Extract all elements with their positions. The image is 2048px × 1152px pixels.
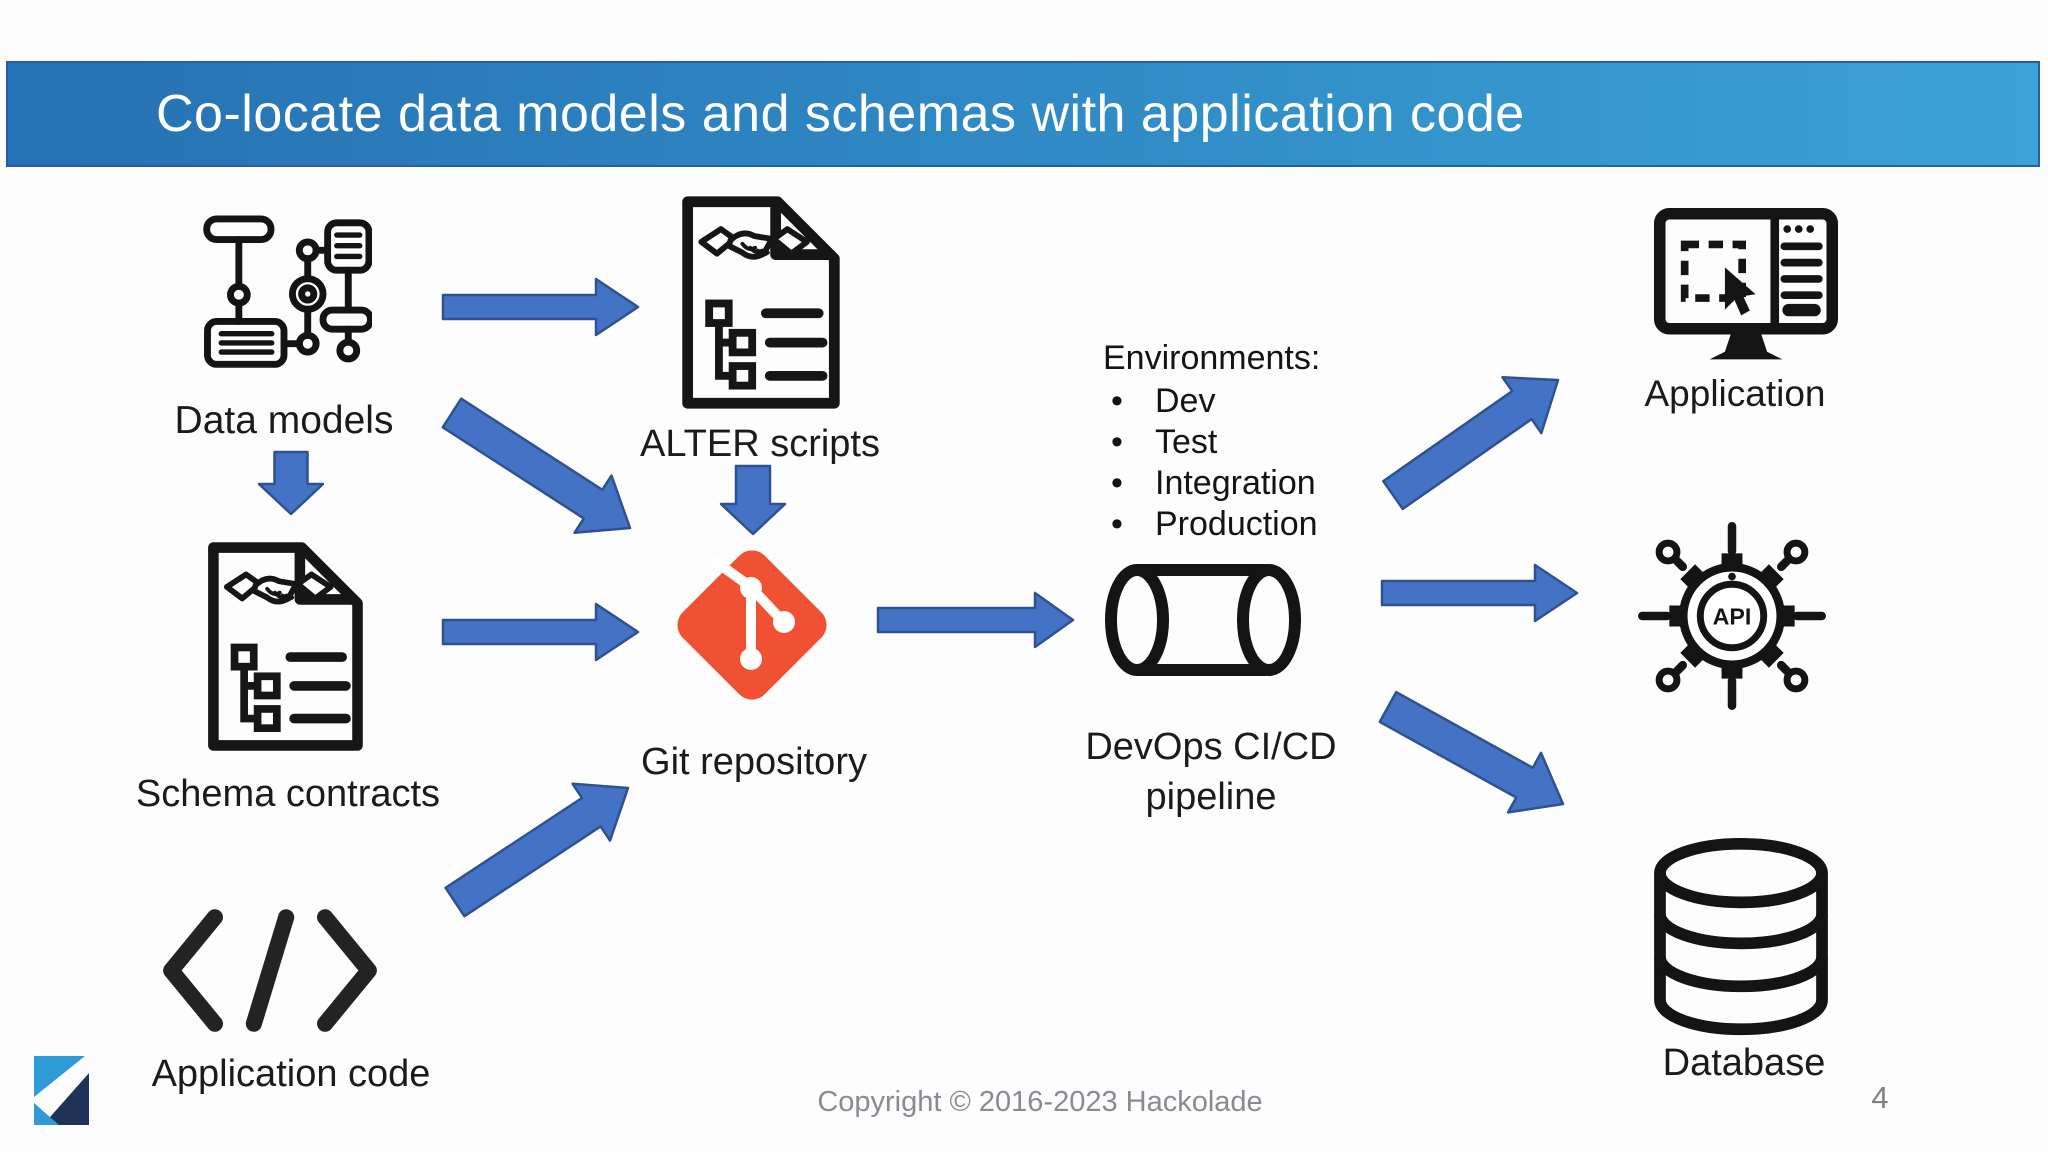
environments-heading: Environments:	[1103, 339, 1321, 377]
environments-list: Environments: • Dev • Test • Integration…	[1103, 338, 1320, 545]
title-bar: Co-locate data models and schemas with a…	[6, 61, 2040, 167]
devops-pipeline-label-line2: pipeline	[1145, 776, 1277, 818]
database-cylinder-icon	[1654, 837, 1828, 1036]
flow-arrow	[257, 450, 325, 516]
schema-contracts-icon	[198, 536, 371, 757]
application-label: Application	[1644, 373, 1826, 414]
bullet: •	[1111, 464, 1123, 502]
flow-arrow	[444, 782, 630, 918]
flow-arrow	[1382, 376, 1560, 511]
code-brackets-icon	[163, 909, 377, 1032]
flowchart-model-icon	[203, 215, 372, 368]
devops-pipeline-label-line1: DevOps CI/CD	[1085, 726, 1337, 768]
bullet: •	[1111, 423, 1123, 461]
page-number: 4	[1871, 1080, 1889, 1115]
alter-scripts-label: ALTER scripts	[639, 423, 880, 465]
git-branch-glyph	[711, 557, 795, 670]
application-code-label: Application code	[151, 1053, 431, 1095]
environment-item: • Dev	[1103, 381, 1320, 422]
devops-pipeline-label: DevOps CI/CD pipeline	[1061, 722, 1361, 822]
monitor-app-icon	[1654, 208, 1838, 360]
pipeline-cylinder-icon	[1105, 564, 1301, 676]
alter-scripts-icon	[672, 190, 848, 415]
environment-production: Production	[1155, 505, 1318, 543]
flow-arrow	[719, 464, 787, 536]
flow-arrow	[441, 602, 640, 662]
git-repository-label: Git repository	[641, 741, 867, 783]
api-gear-icon: API	[1638, 522, 1826, 710]
environment-test: Test	[1155, 423, 1218, 461]
bullet: •	[1111, 505, 1123, 543]
environment-item: • Integration	[1103, 463, 1320, 504]
flow-arrow	[1378, 690, 1565, 814]
database-label: Database	[1662, 1042, 1826, 1084]
environment-integration: Integration	[1155, 464, 1316, 502]
environment-item: • Production	[1103, 504, 1320, 545]
api-label: API	[1713, 604, 1752, 630]
environment-item: • Test	[1103, 422, 1320, 463]
environment-dev: Dev	[1155, 382, 1216, 420]
flow-arrow	[441, 277, 640, 337]
slide-title: Co-locate data models and schemas with a…	[156, 85, 1525, 143]
schema-contracts-label: Schema contracts	[135, 773, 441, 815]
flow-arrow	[876, 591, 1075, 649]
flow-arrow	[441, 397, 632, 534]
flow-arrow	[1380, 563, 1579, 623]
copyright-text: Copyright © 2016-2023 Hackolade	[817, 1086, 1263, 1118]
hackolade-logo	[34, 1056, 89, 1125]
bullet: •	[1111, 382, 1123, 420]
data-models-label: Data models	[174, 399, 394, 442]
